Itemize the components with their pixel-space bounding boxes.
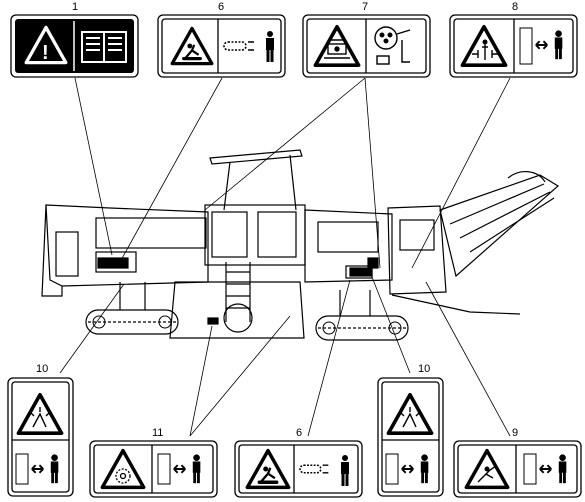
leader-lines bbox=[59, 77, 511, 437]
label-10-right: 10 bbox=[377, 363, 444, 497]
crush-between-icon bbox=[472, 39, 498, 60]
label-1-number: 1 bbox=[72, 1, 78, 13]
label-9-number: 9 bbox=[512, 427, 518, 439]
pinch-hazard-icon bbox=[324, 39, 350, 59]
person-icon bbox=[266, 31, 274, 62]
cutting-drum-icon bbox=[115, 468, 131, 484]
hot-surface-icon bbox=[29, 407, 51, 428]
label-10-left: 10 bbox=[7, 363, 74, 497]
label-9: 9 bbox=[453, 427, 582, 498]
label-6-bottom: 6 bbox=[234, 427, 363, 498]
label-7: 7 bbox=[302, 1, 431, 78]
label-1: 1 ! bbox=[10, 1, 139, 78]
label-8: 8 bbox=[449, 1, 578, 78]
tow-hazard-icon bbox=[477, 465, 497, 483]
manual-book-icon bbox=[81, 31, 127, 63]
svg-text:!: ! bbox=[42, 42, 49, 64]
label-11-number: 11 bbox=[152, 427, 163, 439]
label-6-top: 6 bbox=[157, 1, 286, 78]
label-7-number: 7 bbox=[362, 1, 368, 13]
label-6-bottom-number: 6 bbox=[296, 427, 302, 439]
label-10-right-number: 10 bbox=[418, 363, 430, 375]
hot-surface-icon bbox=[399, 407, 421, 428]
label-6-top-number: 6 bbox=[218, 1, 224, 13]
label-11: 11 bbox=[89, 427, 218, 498]
label-8-number: 8 bbox=[512, 1, 518, 13]
label-10-left-number: 10 bbox=[36, 363, 48, 375]
milling-machine-drawing bbox=[41, 149, 560, 341]
operator-manual-icon bbox=[374, 26, 411, 65]
person-icon bbox=[341, 455, 349, 486]
